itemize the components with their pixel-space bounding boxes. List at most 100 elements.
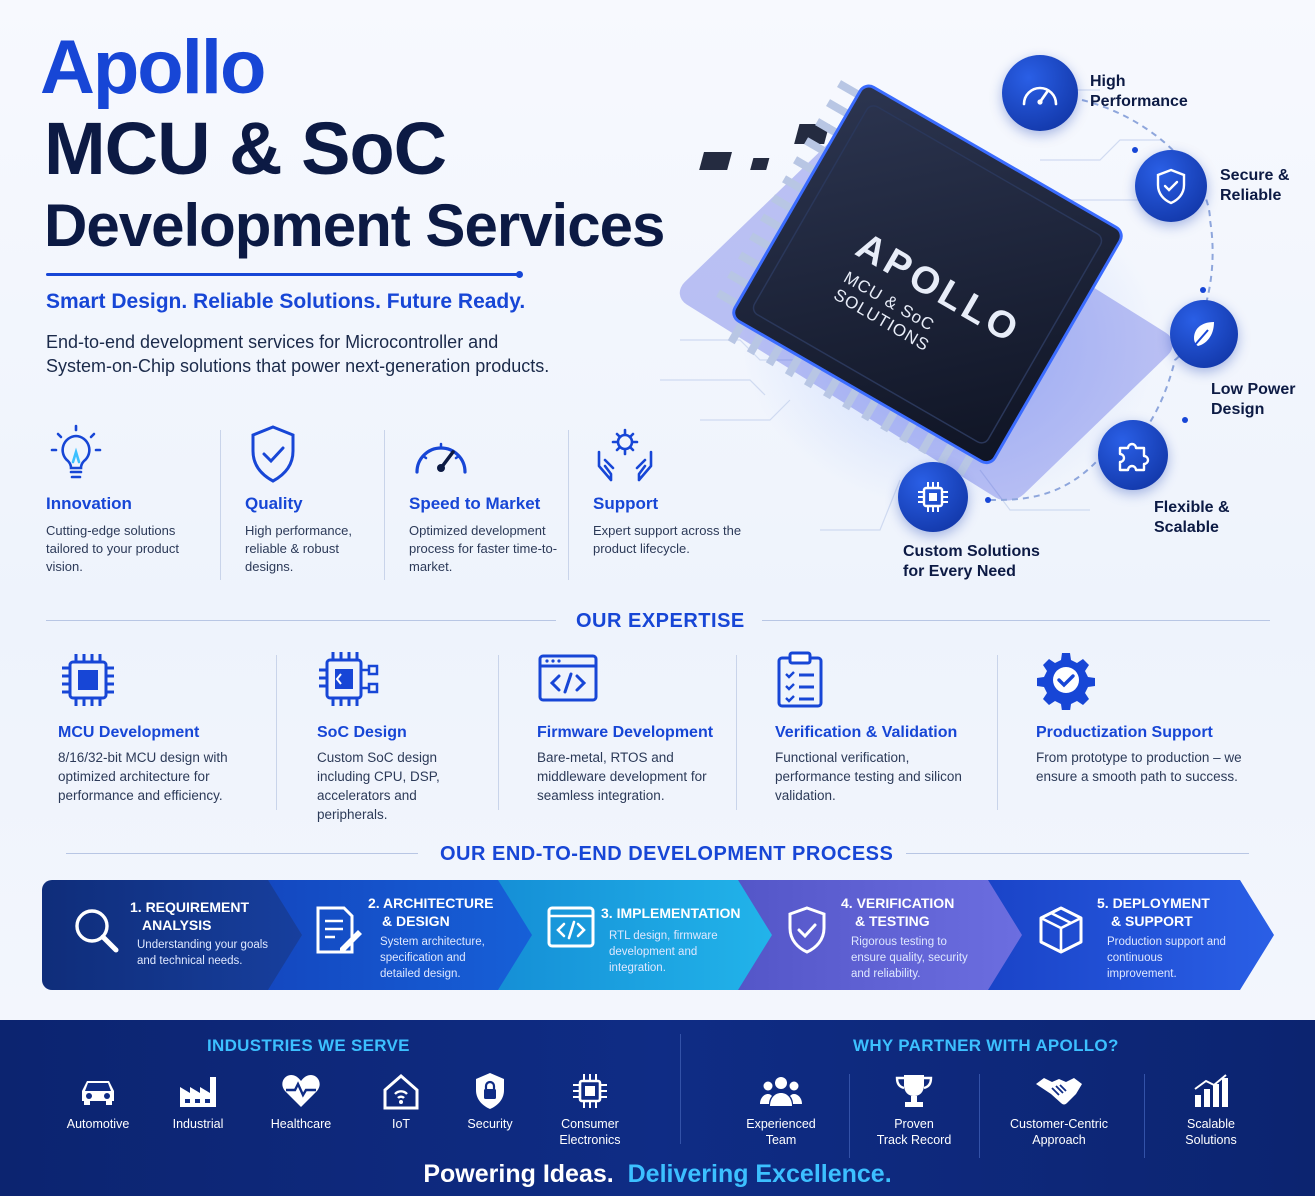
trophy-icon <box>866 1072 962 1110</box>
shield-check-icon <box>245 420 375 488</box>
partner-customer-centric: Customer-Centric Approach <box>999 1072 1119 1148</box>
chip-graphic <box>660 80 1173 531</box>
industry-label: Automotive <box>66 1117 130 1131</box>
benefit-text: Design <box>1211 401 1265 418</box>
partner-label: Approach <box>1032 1133 1086 1147</box>
divider <box>220 430 221 580</box>
divider <box>384 430 385 580</box>
partner-scalable: Scalable Solutions <box>1168 1072 1254 1148</box>
expertise-title: MCU Development <box>58 724 200 741</box>
main-title-line2: Development Services <box>44 192 665 259</box>
benefit-custom <box>898 462 968 532</box>
benefit-secure <box>1135 150 1207 222</box>
expertise-title: SoC Design <box>317 724 407 741</box>
benefit-label-custom: Custom Solutions for Every Need <box>903 542 1040 582</box>
expertise-title: Firmware Development <box>537 724 714 741</box>
factory-icon <box>158 1072 238 1110</box>
process-step-3: 3. IMPLEMENTATION RTL design, firmware d… <box>498 880 774 990</box>
divider <box>849 1074 850 1158</box>
step-text: Production support and continuous improv… <box>1107 936 1226 980</box>
divider <box>66 853 418 854</box>
process-step-4: 4. VERIFICATION& TESTING Rigorous testin… <box>738 880 1024 990</box>
step-title-line: 4. VERIFICATION <box>841 895 955 911</box>
partner-label: Customer-Centric <box>1010 1117 1108 1131</box>
industry-label: Industrial <box>172 1117 224 1131</box>
lightbulb-icon <box>46 420 206 488</box>
gauge-icon <box>1022 86 1058 106</box>
expertise-title: Verification & Validation <box>775 724 958 741</box>
puzzle-icon <box>1118 442 1150 472</box>
benefit-label-flexible: Flexible & Scalable <box>1154 498 1230 538</box>
industry-security: Security <box>450 1072 530 1132</box>
feature-support: Support Expert support across the produc… <box>593 420 743 580</box>
leaf-icon <box>1193 322 1214 347</box>
step-title-line: 5. DEPLOYMENT <box>1097 895 1210 911</box>
expertise-text: Functional verification, performance tes… <box>775 750 962 803</box>
industry-label: IoT <box>391 1117 411 1131</box>
partner-label: Track Record <box>876 1133 952 1147</box>
step-title: 2. ARCHITECTURE& DESIGN <box>368 894 494 930</box>
divider <box>762 620 1270 621</box>
process-heading: OUR END-TO-END DEVELOPMENT PROCESS <box>440 843 894 865</box>
benefit-text: Flexible & <box>1154 499 1230 516</box>
benefit-text: Scalable <box>1154 519 1219 536</box>
divider <box>46 620 556 621</box>
speedometer-icon <box>409 420 564 488</box>
partner-label: Proven <box>894 1117 934 1131</box>
footer-slogan: Powering Ideas. Delivering Excellence. <box>0 1160 1315 1189</box>
benefit-flexible <box>1098 420 1168 490</box>
feature-innovation: Innovation Cutting-edge solutions tailor… <box>46 420 206 580</box>
step-title-line: & SUPPORT <box>1111 913 1193 929</box>
step-text: System architecture, specification and d… <box>380 936 485 980</box>
document-pen-icon <box>314 904 364 961</box>
benefit-low-power <box>1170 300 1238 368</box>
expertise-verification: Verification & Validation Functional ver… <box>775 650 965 805</box>
partner-label: Solutions <box>1185 1133 1237 1147</box>
step-title-line: & DESIGN <box>382 913 450 929</box>
step-title-line: 1. REQUIREMENT <box>130 899 250 915</box>
tagline: Smart Design. Reliable Solutions. Future… <box>46 290 526 313</box>
expertise-mcu: MCU Development 8/16/32-bit MCU design w… <box>58 650 248 805</box>
divider <box>979 1074 980 1158</box>
step-title: 4. VERIFICATION& TESTING <box>841 894 954 930</box>
divider <box>568 430 569 580</box>
divider <box>498 655 499 810</box>
feature-text: High performance, reliable & robust desi… <box>245 523 352 574</box>
chip-icon <box>918 482 948 512</box>
feature-speed: Speed to Market Optimized development pr… <box>409 420 564 580</box>
industry-label: Healthcare <box>270 1117 332 1131</box>
industry-label: Security <box>467 1117 513 1131</box>
benefit-text: Reliable <box>1220 187 1282 204</box>
step-text: Rigorous testing to ensure quality, secu… <box>851 936 968 980</box>
step-title: 5. DEPLOYMENT & SUPPORT <box>1097 894 1210 930</box>
industry-label: Electronics <box>559 1133 621 1147</box>
industry-automotive: Automotive <box>58 1072 138 1132</box>
divider <box>997 655 998 810</box>
clipboard-check-icon <box>775 650 965 720</box>
bar-growth-icon <box>1168 1072 1254 1110</box>
benefit-text: Performance <box>1090 93 1188 110</box>
package-icon <box>1036 904 1086 961</box>
chip-illustration: APOLLO MCU & SoC SOLUTIONS High Performa… <box>600 40 1315 600</box>
step-title-line: ANALYSIS <box>142 917 212 933</box>
benefit-text: Secure & <box>1220 167 1290 184</box>
feature-title: Speed to Market <box>409 494 541 513</box>
hero-section: Apollo MCU & SoC Development Services Sm… <box>40 25 1315 600</box>
car-icon <box>58 1072 138 1110</box>
benefit-text: for Every Need <box>903 563 1016 580</box>
benefit-text: Custom Solutions <box>903 543 1040 560</box>
step-text: RTL design, firmware development and int… <box>609 930 718 974</box>
expertise-text: 8/16/32-bit MCU design with optimized ar… <box>58 750 228 803</box>
feature-quality: Quality High performance, reliable & rob… <box>245 420 375 580</box>
benefit-label-low-power: Low Power Design <box>1211 380 1295 420</box>
partner-label: Scalable <box>1187 1117 1235 1131</box>
process-step-5: 5. DEPLOYMENT & SUPPORT Production suppor… <box>988 880 1274 990</box>
feature-text: Cutting-edge solutions tailored to your … <box>46 523 179 574</box>
expertise-heading: OUR EXPERTISE <box>576 610 745 632</box>
magnifier-icon <box>70 904 122 961</box>
code-window-icon <box>546 904 596 955</box>
brand-title: Apollo <box>40 25 266 110</box>
expertise-soc: SoC Design Custom SoC design including C… <box>317 650 487 824</box>
title-underline <box>46 271 523 278</box>
